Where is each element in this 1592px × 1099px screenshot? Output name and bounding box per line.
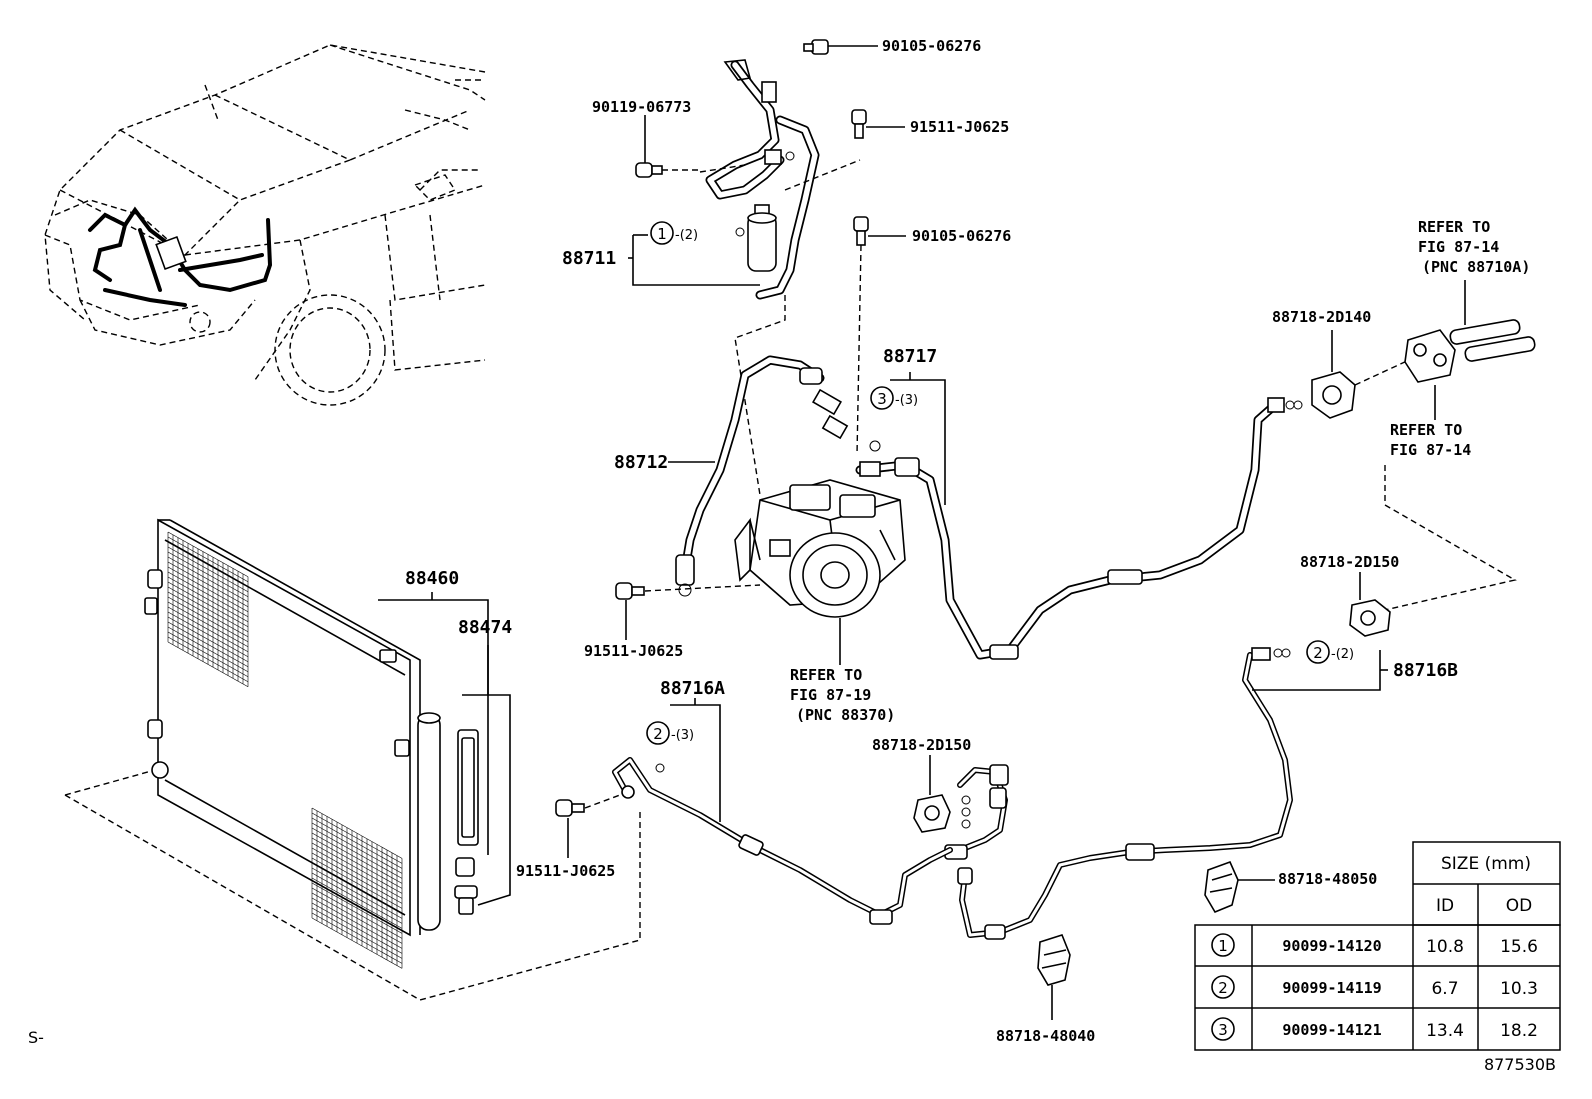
callout-receiver-assy: 88711 — [562, 248, 616, 269]
svg-text:2: 2 — [1313, 644, 1323, 662]
clamp-icon — [1311, 371, 1356, 419]
bolt-icon — [851, 109, 867, 139]
callout-clamp-48040: 88718-48040 — [996, 1027, 1095, 1045]
table-row-id: 10.8 — [1426, 937, 1464, 957]
oring-marker-3: 3 -(3) — [870, 386, 918, 410]
connector-block — [1404, 319, 1536, 383]
clamp-icon — [1349, 599, 1391, 637]
callout-bolt-right-top: 91511-J0625 — [910, 118, 1009, 136]
footer-left-mark: S- — [28, 1028, 44, 1047]
ref-fig-87-14-line2: FIG 87-14 — [1390, 441, 1471, 459]
callout-suction-hose: 88717 — [883, 346, 937, 367]
bolt-icon — [615, 582, 761, 600]
callout-clamp-48050: 88718-48050 — [1278, 870, 1377, 888]
callout-liquid-pipe-a: 88716A — [660, 678, 725, 699]
callout-condenser: 88460 — [405, 568, 459, 589]
table-row-num: 2 — [1218, 979, 1228, 997]
dryer-element — [454, 729, 479, 915]
svg-text:-(3): -(3) — [671, 728, 694, 743]
ref-fig-87-19-line3: (PNC 88370) — [796, 706, 895, 724]
callout-dryer: 88474 — [458, 617, 512, 638]
callout-clamp-right: 88718-2D150 — [1300, 553, 1399, 571]
svg-text:-(3): -(3) — [895, 393, 918, 408]
size-table-col-id: ID — [1436, 896, 1454, 916]
condenser — [144, 518, 441, 969]
bolt-icon — [853, 216, 869, 456]
ref-fig-87-14-pnc-line2: FIG 87-14 — [1418, 238, 1499, 256]
table-row-part: 90099-14121 — [1282, 1021, 1381, 1039]
expansion-fitting — [944, 764, 1009, 860]
svg-text:-(2): -(2) — [1331, 647, 1354, 662]
ref-fig-87-14-line1: REFER TO — [1390, 421, 1462, 439]
oring-marker-1: 1 -(2) — [650, 221, 698, 245]
callout-bolt-compressor: 91511-J0625 — [584, 642, 683, 660]
vehicle-sketch — [44, 44, 486, 406]
clamp-icon — [1204, 860, 1239, 914]
ref-fig-87-19-line2: FIG 87-19 — [790, 686, 871, 704]
liquid-pipe-a — [612, 757, 953, 925]
table-row-od: 18.2 — [1500, 1021, 1538, 1041]
clamp-icon — [913, 794, 951, 833]
suction-hose — [855, 397, 1303, 660]
table-row-part: 90099-14120 — [1282, 937, 1381, 955]
bolt-icon — [635, 162, 700, 178]
clamp-icon — [1037, 934, 1071, 986]
callout-bolt-bottom: 91511-J0625 — [516, 862, 615, 880]
table-row-od: 10.3 — [1500, 979, 1538, 999]
ref-fig-87-19-line1: REFER TO — [790, 666, 862, 684]
oring-marker-2a: 2 -(3) — [646, 721, 694, 745]
bolt-icon — [803, 39, 829, 55]
table-row-od: 15.6 — [1500, 937, 1538, 957]
size-table-header: SIZE (mm) — [1441, 854, 1531, 874]
callout-clamp-center: 88718-2D150 — [872, 736, 971, 754]
drawing-code: 877530B — [1484, 1055, 1556, 1074]
callout-clamp-top: 88718-2D140 — [1272, 308, 1371, 326]
svg-text:3: 3 — [877, 390, 887, 408]
callout-bolt-mid: 90105-06276 — [912, 227, 1011, 245]
svg-text:2: 2 — [653, 725, 663, 743]
bolt-icon — [555, 794, 621, 817]
table-row-num: 1 — [1218, 937, 1228, 955]
ref-fig-87-14-pnc-line3: (PNC 88710A) — [1422, 258, 1530, 276]
oring-marker-2b: 2 -(2) — [1306, 640, 1354, 664]
table-row-id: 6.7 — [1431, 979, 1458, 999]
callout-bolt-left-top: 90119-06773 — [592, 98, 691, 116]
svg-text:-(2): -(2) — [675, 228, 698, 243]
liquid-pipe-b — [957, 647, 1293, 940]
discharge-hose — [675, 355, 849, 597]
receiver-assembly — [699, 59, 861, 300]
ref-fig-87-14-pnc-line1: REFER TO — [1418, 218, 1490, 236]
svg-text:1: 1 — [657, 225, 667, 243]
size-table-col-od: OD — [1506, 896, 1532, 916]
compressor — [734, 479, 906, 618]
table-row-num: 3 — [1218, 1021, 1228, 1039]
callout-liquid-pipe-b: 88716B — [1393, 660, 1458, 681]
table-row-id: 13.4 — [1426, 1021, 1464, 1041]
oring-size-table: SIZE (mm) ID OD 1 90099-14120 10.8 15.6 … — [1194, 841, 1561, 1051]
callout-bolt-top: 90105-06276 — [882, 37, 981, 55]
table-row-part: 90099-14119 — [1282, 979, 1381, 997]
callout-discharge-hose: 88712 — [614, 452, 668, 473]
